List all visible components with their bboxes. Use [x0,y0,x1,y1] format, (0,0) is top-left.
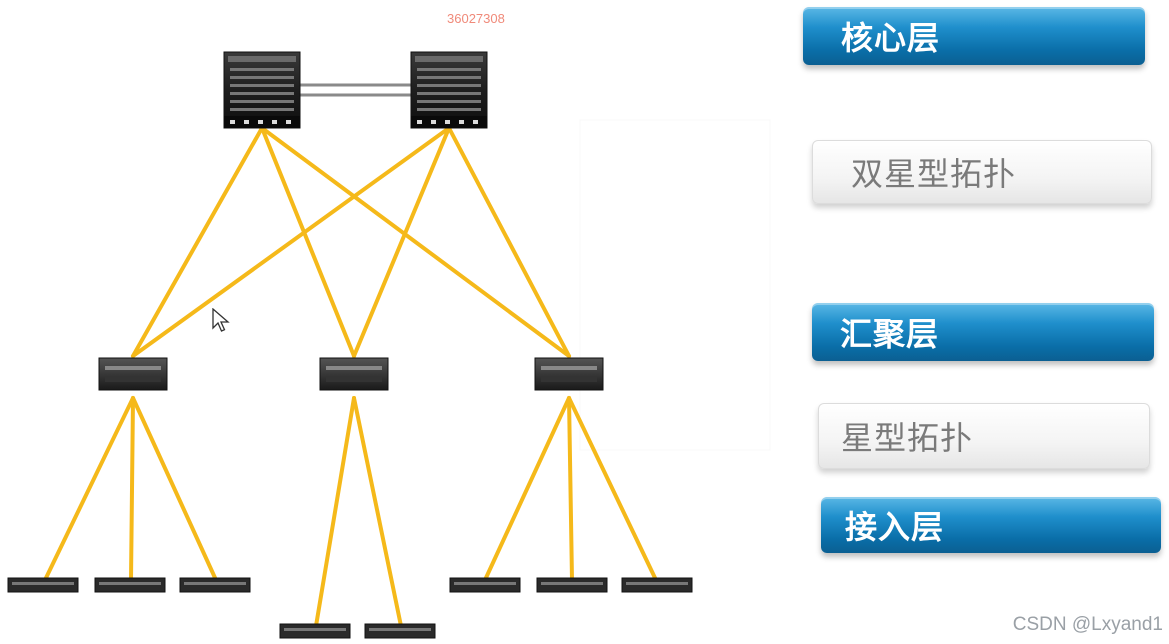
link-agg1-acc3 [131,396,218,582]
link-agg1-acc2 [129,396,135,582]
watermark-id: 36027308 [447,11,505,26]
access-switch-6 [449,577,521,593]
watermark-csdn: CSDN @Lxyand1 [1012,614,1163,635]
link-core2-agg2 [352,126,451,358]
core-switch-1 [223,51,301,129]
access-switch-3 [179,577,251,593]
mouse-pointer-icon [212,307,230,338]
link-agg3-acc8 [567,396,658,582]
link-core2-agg3 [447,126,571,358]
link-agg3-acc7 [567,396,574,582]
link-agg2-acc4 [314,396,356,628]
layer-label-access: 接入层 [821,497,1161,553]
link-core1-agg1 [131,126,264,358]
access-switch-4 [279,623,351,639]
access-switch-2 [94,577,166,593]
core-interconnect-link [300,83,412,97]
link-core1-agg3 [260,126,571,358]
aggregation-switch-3 [534,357,604,391]
access-switch-1 [7,577,79,593]
topology-label-double-star: 双星型拓扑 [812,140,1152,204]
link-agg3-acc6 [483,396,571,582]
link-agg2-acc5 [352,396,403,628]
access-switch-7 [536,577,608,593]
link-core1-agg2 [260,126,356,358]
link-agg1-acc1 [43,396,135,582]
core-switch-2 [410,51,488,129]
topology-label-star: 星型拓扑 [818,403,1150,469]
layer-label-aggregation: 汇聚层 [812,303,1154,361]
aggregation-switch-2 [319,357,389,391]
link-core2-agg1 [131,126,451,358]
access-switch-8 [621,577,693,593]
layer-label-core: 核心层 [803,7,1145,65]
aggregation-switch-1 [98,357,168,391]
access-switch-5 [364,623,436,639]
